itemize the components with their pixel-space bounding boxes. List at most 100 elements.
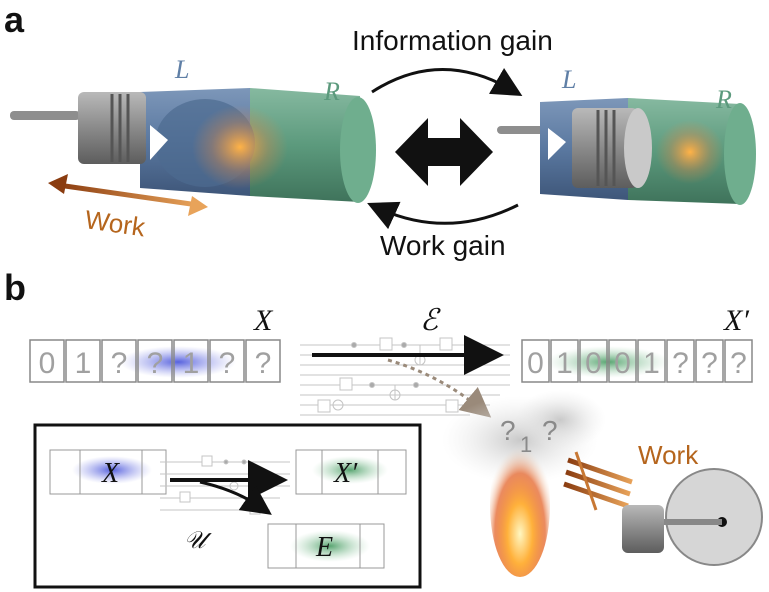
input-register-label: X bbox=[253, 304, 274, 337]
input-register-bit: ? bbox=[147, 347, 164, 380]
input-register-cell bbox=[209, 339, 245, 383]
inset-frame bbox=[33, 423, 422, 589]
circuit-control bbox=[413, 382, 419, 388]
work-arrow-b bbox=[565, 469, 631, 497]
output-register-cell bbox=[666, 339, 695, 383]
information-gain-arrow bbox=[371, 67, 523, 97]
input-register-bit: ? bbox=[111, 347, 128, 380]
input-register-bit: 1 bbox=[183, 347, 200, 380]
circuit-gate bbox=[379, 337, 393, 351]
output-register-label: X′ bbox=[723, 304, 749, 337]
work-arrow-a bbox=[48, 174, 208, 216]
input-register-cell bbox=[137, 339, 173, 383]
inset-control bbox=[223, 459, 229, 465]
cylinder-end-right bbox=[724, 103, 756, 205]
output-register-bit: ? bbox=[701, 347, 718, 380]
smoke-cloud bbox=[514, 390, 606, 450]
information-gain-label: Information gain bbox=[352, 25, 553, 56]
crank-engine bbox=[622, 468, 763, 566]
heat-mark: ? bbox=[542, 415, 558, 446]
circuit-gate bbox=[439, 337, 453, 351]
output-register-bit: ? bbox=[672, 347, 689, 380]
inset-branch-arrow bbox=[199, 480, 272, 515]
heat-marks: ?1? bbox=[500, 415, 558, 457]
input-register-bit: 1 bbox=[75, 347, 92, 380]
work-label-b: Work bbox=[638, 440, 699, 470]
cylinder-green-left bbox=[250, 88, 360, 202]
work-label-a: Work bbox=[83, 204, 148, 242]
leak-arrow bbox=[387, 358, 492, 418]
circuit-gate bbox=[317, 399, 331, 413]
chamber-label-R-right: R bbox=[715, 85, 732, 114]
input-register-bit: ? bbox=[219, 347, 236, 380]
inset-gate bbox=[179, 491, 191, 503]
input-register-cell bbox=[173, 339, 209, 383]
divider-wall-right bbox=[548, 128, 566, 160]
output-register-bit: 1 bbox=[556, 347, 573, 380]
right-engine bbox=[497, 98, 756, 205]
inset-environment-label: E bbox=[315, 532, 333, 563]
inset-box: X 𝒰 X′ E bbox=[33, 423, 422, 589]
output-register-glow bbox=[546, 346, 670, 378]
input-register-cell bbox=[101, 339, 137, 383]
output-register-cell bbox=[579, 339, 608, 383]
work-arrow-shaft bbox=[57, 182, 199, 208]
output-register-cell bbox=[608, 339, 637, 383]
input-register-glow bbox=[120, 346, 236, 378]
circuit-gate bbox=[445, 399, 459, 413]
work-arrow-b bbox=[574, 451, 598, 511]
circuit-control bbox=[401, 342, 407, 348]
circuit-control bbox=[369, 382, 375, 388]
work-arrow-head-left bbox=[48, 174, 68, 194]
panel-a-label: a bbox=[4, 0, 25, 40]
inset-output-glow bbox=[312, 456, 388, 484]
inset-input-glow bbox=[72, 456, 152, 484]
output-register-bit: 1 bbox=[643, 347, 660, 380]
chamber-label-L-left: L bbox=[174, 55, 189, 84]
heat-bath bbox=[442, 390, 606, 577]
inset-env-glow bbox=[290, 530, 370, 562]
output-register-cell bbox=[521, 339, 550, 383]
inset-input-cell bbox=[141, 449, 167, 495]
output-register-cell bbox=[637, 339, 666, 383]
exchange-arrow bbox=[395, 118, 493, 186]
heat-mark: 1 bbox=[520, 432, 532, 457]
input-register-cell bbox=[29, 339, 65, 383]
piston-rod-right bbox=[497, 126, 547, 134]
panel-b-label: b bbox=[4, 267, 26, 308]
chamber-label-R-left: R bbox=[323, 77, 340, 106]
output-register-cell bbox=[695, 339, 724, 383]
inset-output-cell bbox=[377, 449, 407, 495]
piston-face-right bbox=[624, 108, 652, 188]
flywheel bbox=[665, 468, 763, 566]
input-register-bit: 0 bbox=[39, 347, 56, 380]
channel-label: ℰ bbox=[420, 304, 441, 337]
piston-b bbox=[622, 505, 664, 553]
inset-output-label: X′ bbox=[333, 458, 358, 489]
inset-control bbox=[241, 459, 247, 465]
input-register-bit: ? bbox=[255, 347, 272, 380]
particle-glow-left bbox=[192, 105, 288, 189]
flame bbox=[490, 433, 550, 577]
piston-rod-left bbox=[10, 111, 80, 120]
input-register-cell bbox=[65, 339, 101, 383]
output-register-cell bbox=[724, 339, 753, 383]
output-register-cell bbox=[550, 339, 579, 383]
heat-mark: ? bbox=[500, 415, 516, 446]
input-register-cell bbox=[245, 339, 281, 383]
output-register-bit: 0 bbox=[585, 347, 602, 380]
chamber-label-L-right: L bbox=[561, 65, 576, 94]
particle-glow-right bbox=[656, 120, 724, 184]
circuit-gate bbox=[339, 377, 353, 391]
inset-input-label: X bbox=[101, 458, 120, 489]
divider-wall-left bbox=[150, 125, 168, 160]
cylinder-end-left bbox=[340, 97, 376, 203]
work-arrow-head-right bbox=[188, 196, 208, 216]
circuit-target bbox=[332, 399, 344, 411]
output-register-bit: 0 bbox=[527, 347, 544, 380]
output-register-bit: 0 bbox=[614, 347, 631, 380]
inset-gate bbox=[201, 455, 213, 467]
